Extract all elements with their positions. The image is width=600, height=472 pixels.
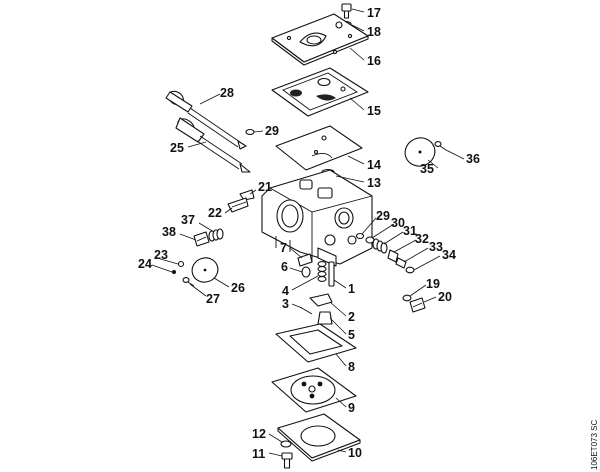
part-28-adjusting-screw: [165, 90, 247, 150]
callout-23: 23: [154, 248, 168, 262]
callout-6: 6: [281, 260, 288, 274]
callout-32: 32: [415, 232, 429, 246]
callout-26: 26: [231, 281, 245, 295]
figure-code: 106ET073 SC: [590, 420, 599, 470]
part-15-gasket: [271, 67, 369, 117]
part-37-spring: [208, 228, 224, 242]
callout-12: 12: [252, 427, 266, 441]
part-10-cover: [277, 413, 361, 462]
carburetor-body: [261, 169, 373, 267]
part-12-washer: [280, 440, 292, 448]
part-4-spring: [317, 261, 327, 282]
part-2-lever: [309, 293, 333, 307]
part-38-screw: [193, 231, 210, 247]
part-3-pin: [299, 306, 313, 315]
callout-13: 13: [367, 176, 381, 190]
callout-29-left: 29: [265, 124, 279, 138]
callout-3: 3: [282, 297, 289, 311]
part-27-pin: [182, 277, 195, 287]
part-11-screw: [281, 452, 293, 469]
part-22-screw: [227, 197, 249, 213]
callout-34: 34: [442, 248, 456, 262]
part-19-washer: [402, 294, 412, 302]
callout-27: 27: [206, 292, 220, 306]
part-29-washer: [245, 128, 255, 136]
callout-37: 37: [181, 213, 195, 227]
part-24-ball: [172, 270, 176, 274]
callout-29-right: 29: [376, 209, 390, 223]
part-20-plug: [409, 297, 426, 313]
callout-4: 4: [282, 284, 289, 298]
part-25-adjusting-screw: [175, 117, 251, 173]
callout-35: 35: [420, 162, 434, 176]
callout-11: 11: [252, 447, 265, 461]
part-7-plug: [297, 253, 313, 267]
callout-25: 25: [170, 141, 184, 155]
callout-20: 20: [438, 290, 452, 304]
part-8-gasket: [275, 323, 357, 363]
callout-15: 15: [367, 104, 381, 118]
part-33-nut: [395, 257, 407, 269]
callout-5: 5: [348, 328, 355, 342]
part-34-washer: [405, 266, 415, 274]
part-5-seat: [317, 311, 333, 325]
callout-17: 17: [367, 6, 381, 20]
callout-8: 8: [348, 360, 355, 374]
callout-31: 31: [403, 224, 417, 238]
callout-14: 14: [367, 158, 381, 172]
part-31-spring: [372, 238, 388, 254]
callout-7: 7: [280, 241, 287, 255]
part-23-retainer: [177, 260, 185, 268]
part-1-needle: [328, 261, 335, 287]
callout-18: 18: [367, 25, 381, 39]
callout-19: 19: [426, 277, 440, 291]
part-35-diaphragm: [404, 137, 436, 167]
leader-lines: [151, 8, 465, 457]
part-17-screw: [341, 3, 352, 19]
callout-16: 16: [367, 54, 381, 68]
part-9-diaphragm: [271, 367, 357, 413]
part-32-needle: [387, 249, 399, 263]
part-14-diaphragm: [275, 125, 363, 171]
callout-36: 36: [466, 152, 480, 166]
callout-33: 33: [429, 240, 443, 254]
callout-28: 28: [220, 86, 234, 100]
part-29-ring: [355, 232, 365, 240]
callout-10: 10: [348, 446, 362, 460]
callout-1: 1: [348, 282, 355, 296]
callout-9: 9: [348, 401, 355, 415]
callout-38: 38: [162, 225, 176, 239]
part-16-cover: [271, 13, 369, 66]
callout-2: 2: [348, 310, 355, 324]
callout-22: 22: [208, 206, 222, 220]
callout-labels: 17 18 16 15 14 13 28 29 25 36 35 21 22 3…: [138, 6, 480, 461]
part-26-diaphragm: [191, 257, 219, 283]
callout-24: 24: [138, 257, 152, 271]
callout-30: 30: [391, 216, 405, 230]
part-21-valve: [239, 189, 255, 201]
part-36-pin: [434, 141, 447, 151]
callout-21: 21: [258, 180, 272, 194]
part-6-cap: [301, 266, 311, 278]
